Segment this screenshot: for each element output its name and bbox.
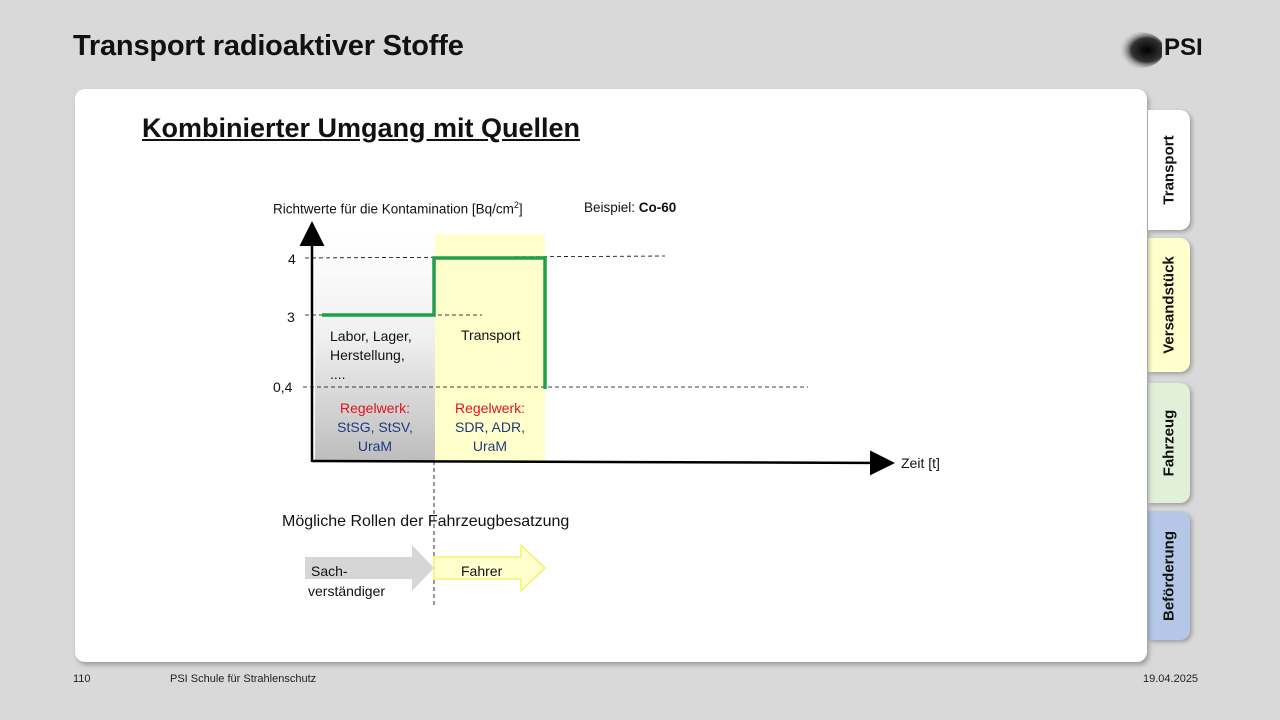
tab-transport[interactable]: Transport [1148,110,1190,230]
page-number: 110 [73,673,91,685]
x-axis [311,450,895,476]
y-tick-0-4: 0,4 [273,379,293,395]
x-axis-label: Zeit [t] [901,455,940,471]
tab-versandstueck[interactable]: Versandstück [1148,238,1190,372]
role-arrow-fahrer [433,543,546,593]
psi-logo: PSI [1112,30,1212,70]
role-fahrer: Fahrer [461,563,503,579]
page-title: Transport radioaktiver Stoffe [73,30,464,62]
region-labor-label: Labor, Lager, Herstellung, .... [330,328,412,382]
step-series-line [322,256,547,389]
y-tick-3: 3 [287,309,295,325]
rule-transport: Regelwerk: SDR, ADR, UraM [454,400,526,454]
role-sachverstaendiger-line2: verständiger [308,583,386,599]
example-label: Beispiel: Co-60 [584,200,677,215]
tab-befoerderung[interactable]: Beförderung [1148,511,1190,640]
region-labor-fill [315,236,435,461]
slide-subtitle: Kombinierter Umgang mit Quellen [142,113,581,143]
y-tick-4: 4 [288,251,296,267]
region-transport-fill [435,234,545,461]
logo-text: PSI [1164,34,1203,61]
y-axis-label: Richtwerte für die Kontamination [Bq/cm2… [273,200,523,217]
footer-date: 19.04.2025 [1143,673,1199,685]
role-arrow-sachverstaendiger [305,545,434,591]
tab-fahrzeug[interactable]: Fahrzeug [1148,383,1190,503]
rule-labor: Regelwerk: StSG, StSV, UraM [337,400,413,454]
tab-transport-label: Transport [1160,135,1178,205]
roles-heading: Mögliche Rollen der Fahrzeugbesatzung [282,513,570,530]
content-card [75,89,1147,662]
role-sachverstaendiger-line1: Sach- [311,563,348,579]
region-transport-label: Transport [461,327,521,343]
psi-logo-icon [1116,32,1164,68]
footer-org: PSI Schule für Strahlenschutz [170,673,317,685]
